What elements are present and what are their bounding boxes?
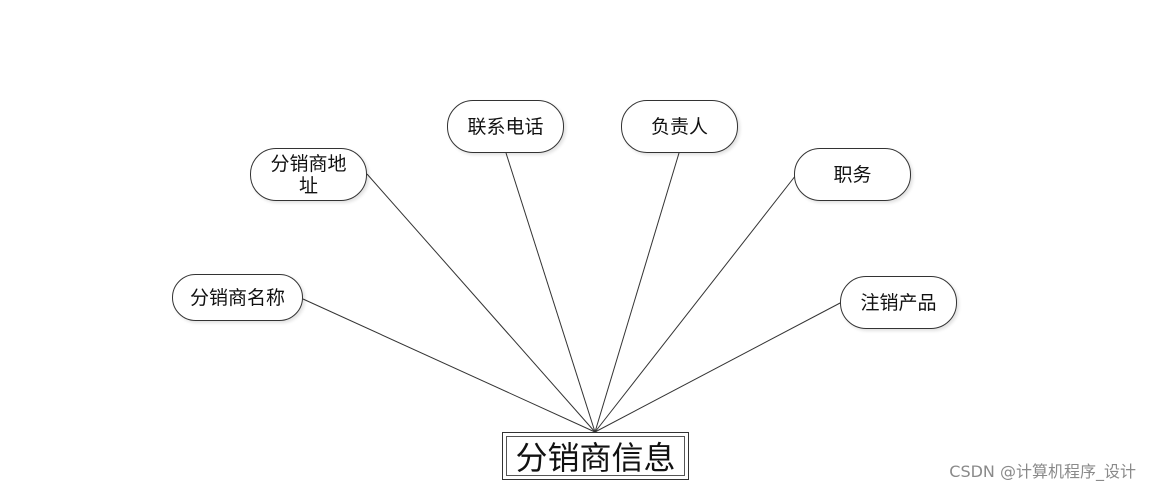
attribute-distributor-address: 分销商地 址	[250, 148, 367, 201]
attribute-deregister-product: 注销产品	[840, 276, 957, 329]
entity-label: 分销商信息	[506, 436, 685, 477]
attribute-person-in-charge: 负责人	[621, 100, 738, 153]
watermark-text: CSDN @计算机程序_设计	[949, 462, 1136, 481]
entity-distributor-info: 分销商信息	[502, 432, 689, 480]
attribute-position: 职务	[794, 148, 911, 201]
connector-phone	[505, 152, 596, 433]
connector-manager	[594, 152, 680, 433]
connector-address	[366, 173, 596, 433]
connector-deregister	[594, 301, 843, 433]
connector-position	[594, 174, 797, 433]
attribute-contact-phone: 联系电话	[447, 100, 564, 153]
attribute-distributor-name: 分销商名称	[172, 274, 303, 321]
connector-name	[302, 298, 596, 433]
